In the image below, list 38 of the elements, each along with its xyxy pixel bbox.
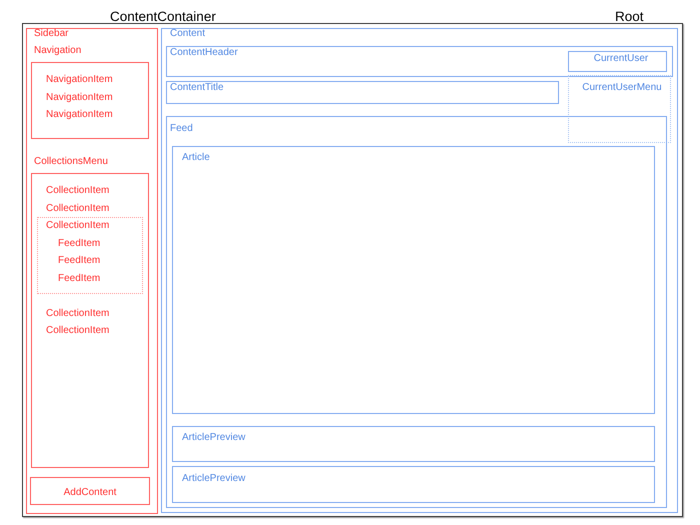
item-label: CollectionItem bbox=[46, 203, 110, 215]
layout-region bbox=[30, 477, 150, 505]
component-name: ArticlePreview bbox=[182, 473, 246, 485]
layout-region bbox=[166, 46, 673, 77]
component-name: Root bbox=[615, 9, 644, 25]
item-label: CollectionItem bbox=[46, 308, 110, 320]
component-name: ContentHeader bbox=[170, 47, 238, 59]
item-label: FeedItem bbox=[58, 238, 100, 250]
dotted-region bbox=[568, 75, 671, 143]
layout-region bbox=[172, 146, 655, 414]
layout-region bbox=[172, 466, 655, 503]
item-label: FeedItem bbox=[58, 273, 100, 285]
component-name: CollectionsMenu bbox=[34, 156, 108, 168]
component-name: Sidebar bbox=[34, 28, 68, 40]
component-name: Content bbox=[170, 28, 206, 40]
component-name: CurrentUserMenu bbox=[582, 82, 662, 94]
item-label: CollectionItem bbox=[46, 185, 110, 197]
layout-region bbox=[26, 28, 158, 514]
item-label: CollectionItem bbox=[46, 325, 110, 337]
component-name: ContentTitle bbox=[170, 82, 224, 94]
item-label: NavigationItem bbox=[46, 92, 113, 104]
layout-region bbox=[166, 116, 667, 508]
component-name: Feed bbox=[170, 123, 193, 135]
component-name: Navigation bbox=[34, 45, 82, 57]
item-label: NavigationItem bbox=[46, 109, 113, 121]
layout-region bbox=[161, 28, 678, 513]
component-name: ContentContainer bbox=[110, 9, 216, 25]
layout-region bbox=[172, 426, 655, 462]
layout-region bbox=[568, 51, 667, 72]
component-name: Article bbox=[182, 152, 210, 164]
component-name: CurrentUser bbox=[594, 53, 648, 65]
component-name: AddContent bbox=[64, 487, 116, 499]
item-label: NavigationItem bbox=[46, 74, 113, 86]
layout-region bbox=[166, 81, 559, 104]
item-label: CollectionItem bbox=[46, 220, 110, 232]
component-name: ArticlePreview bbox=[182, 432, 246, 444]
dotted-region bbox=[37, 217, 143, 294]
item-label: FeedItem bbox=[58, 255, 100, 267]
